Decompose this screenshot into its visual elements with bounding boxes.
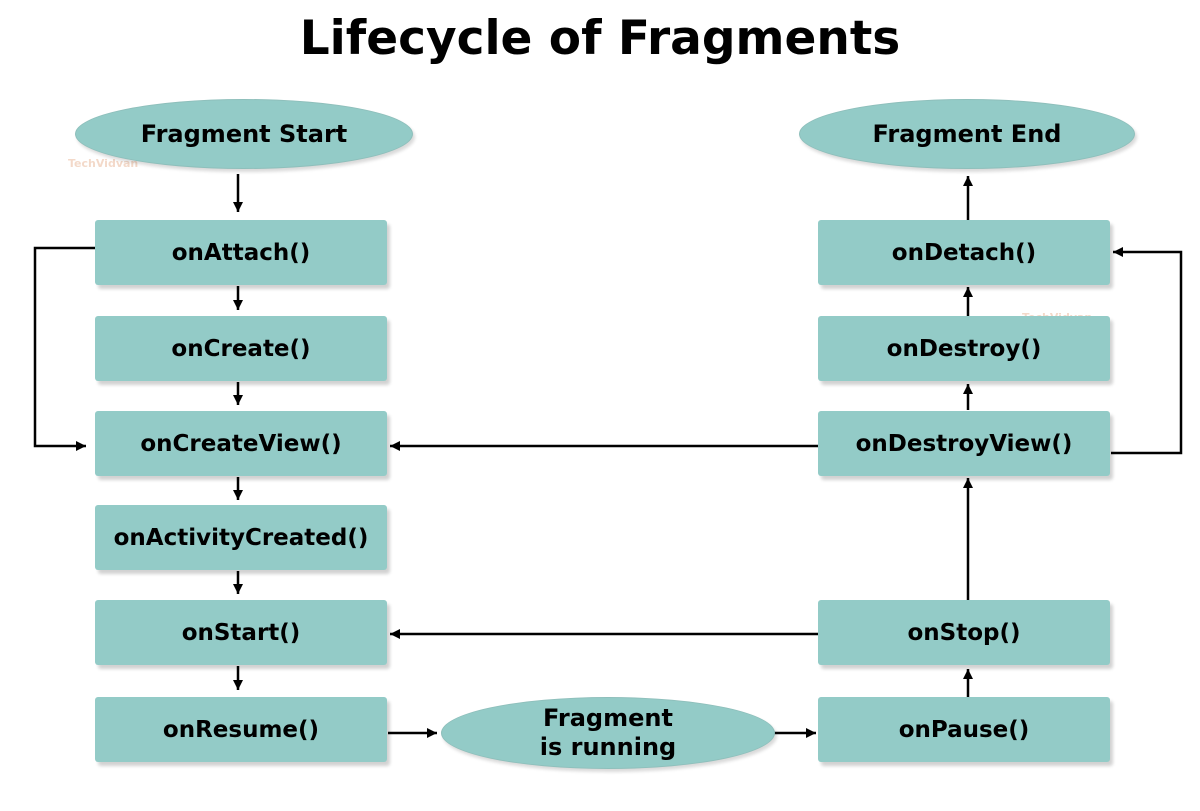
arrow-onattach-to-oncreateview [33, 246, 95, 451]
fragment-start-node: Fragment Start [75, 99, 413, 169]
fragment-end-node: Fragment End [799, 99, 1135, 169]
node-oncreateview: onCreateView() [95, 411, 387, 476]
node-onstart: onStart() [95, 600, 387, 665]
node-oncreate: onCreate() [95, 316, 387, 381]
watermark-text: TechVidvan [68, 157, 139, 170]
running-line-2: is running [539, 733, 677, 761]
arrow-ondestroyview-to-ondetach [1111, 247, 1183, 455]
fragment-running-node: Fragment is running [441, 697, 775, 769]
page-title: Lifecycle of Fragments [299, 11, 901, 66]
running-line-1: Fragment [543, 704, 673, 732]
node-onactivitycreated: onActivityCreated() [95, 505, 387, 570]
node-onstop: onStop() [818, 600, 1110, 665]
node-ondestroyview: onDestroyView() [818, 411, 1110, 476]
node-ondestroy: onDestroy() [818, 316, 1110, 381]
node-onpause: onPause() [818, 697, 1110, 762]
node-ondetach: onDetach() [818, 220, 1110, 285]
node-onattach: onAttach() [95, 220, 387, 285]
node-onresume: onResume() [95, 697, 387, 762]
